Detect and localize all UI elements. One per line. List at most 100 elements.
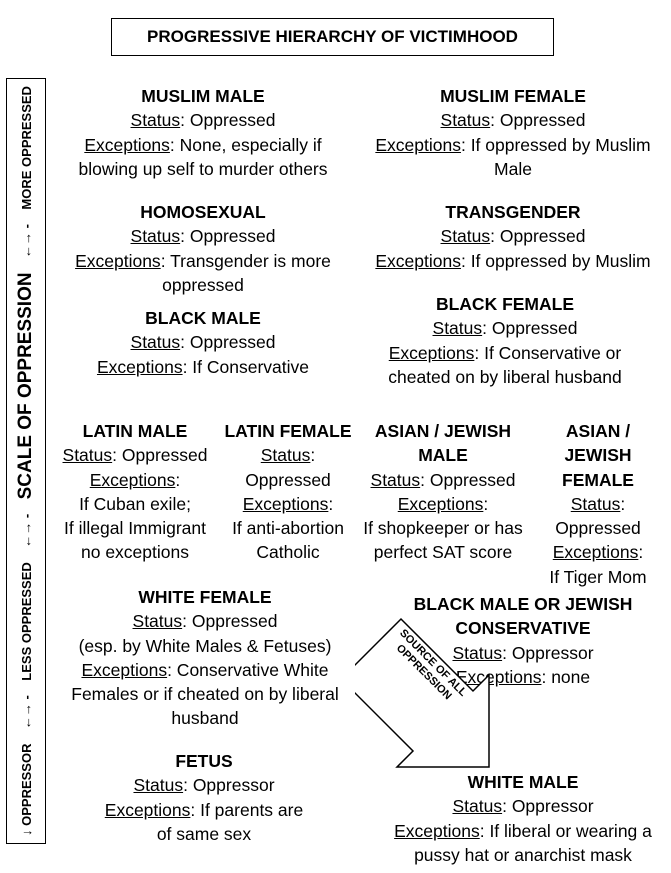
exceptions-value: : bbox=[483, 493, 489, 514]
entry-black-male: BLACK MALE Status: Oppressed Exceptions:… bbox=[62, 306, 344, 379]
status-value: : Oppressed bbox=[420, 469, 516, 490]
scale-label-oppressor: ↓ OPPRESSOR bbox=[18, 743, 34, 836]
entry-heading: BLACK MALE bbox=[145, 308, 261, 328]
exceptions-value: : If oppressed by Muslim bbox=[460, 250, 651, 271]
status-note: (esp. by White Males & Fetuses) bbox=[78, 635, 332, 656]
exceptions-value: : Transgender is more oppressed bbox=[160, 250, 331, 295]
entry-heading: ASIAN / JEWISH MALE bbox=[374, 421, 512, 466]
scale-label-more-oppressed: MORE OPPRESSED bbox=[18, 86, 34, 210]
status-value: : Oppressed bbox=[180, 226, 276, 247]
entry-heading: FETUS bbox=[175, 751, 233, 771]
status-value: : Oppressor bbox=[183, 775, 275, 796]
status-value: : Oppressed bbox=[180, 332, 276, 353]
entry-white-female: WHITE FEMALE Status: Oppressed (esp. by … bbox=[62, 585, 348, 731]
status-value: : Oppressed bbox=[182, 611, 278, 632]
entry-heading: TRANSGENDER bbox=[445, 202, 581, 222]
status-label: Status bbox=[130, 110, 181, 131]
status-label: Status bbox=[260, 445, 311, 466]
entry-heading: MUSLIM FEMALE bbox=[440, 86, 586, 106]
exceptions-label: Exceptions bbox=[388, 342, 475, 363]
scale-label-less-oppressed: LESS OPPRESSED bbox=[18, 562, 34, 681]
status-label: Status bbox=[440, 110, 491, 131]
scale-separator: ←→ - bbox=[18, 513, 34, 548]
status-label: Status bbox=[432, 318, 483, 339]
scale-label-main: SCALE OF OPPRESSION bbox=[15, 272, 36, 500]
entry-heading: BLACK MALE OR JEWISH CONSERVATIVE bbox=[413, 594, 633, 639]
exceptions-value: : None, especially if blowing up self to… bbox=[78, 134, 328, 179]
entry-heading: HOMOSEXUAL bbox=[140, 202, 266, 222]
exceptions-label: Exceptions bbox=[455, 666, 542, 687]
exceptions-label: Exceptions bbox=[242, 493, 329, 514]
source-arrow-icon bbox=[355, 617, 490, 768]
status-value: : Oppressed bbox=[112, 445, 208, 466]
entry-heading: LATIN FEMALE bbox=[224, 421, 352, 441]
status-value: : Oppressed bbox=[482, 318, 578, 339]
status-label: Status bbox=[370, 469, 421, 490]
exceptions-value: : If oppressed by Muslim Male bbox=[460, 134, 651, 179]
entry-latin-male: LATIN MALE Status: Oppressed Exceptions:… bbox=[58, 419, 212, 565]
status-label: Status bbox=[452, 796, 503, 817]
entry-homosexual: HOMOSEXUAL Status: Oppressed Exceptions:… bbox=[62, 200, 344, 297]
status-label: Status bbox=[132, 611, 183, 632]
status-label: Status bbox=[570, 493, 621, 514]
exception-detail: If shopkeeper or has perfect SAT score bbox=[363, 518, 523, 563]
entry-fetus: FETUS Status: Oppressor Exceptions: If p… bbox=[100, 749, 308, 846]
entry-heading: MUSLIM MALE bbox=[141, 86, 265, 106]
status-label: Status bbox=[133, 775, 184, 796]
entry-asian-jewish-male: ASIAN / JEWISH MALE Status: Oppressed Ex… bbox=[358, 419, 528, 565]
status-label: Status bbox=[62, 445, 113, 466]
exception-detail: If Tiger Mom bbox=[549, 566, 647, 587]
exceptions-label: Exceptions bbox=[84, 134, 170, 155]
entry-heading: ASIAN / JEWISH FEMALE bbox=[562, 421, 634, 490]
status-value: : Oppressed bbox=[490, 226, 586, 247]
oppression-scale-bar: ↓ OPPRESSOR ←→ - LESS OPPRESSED ←→ - SCA… bbox=[6, 78, 46, 844]
exceptions-value: : bbox=[328, 493, 334, 514]
status-value: : Oppressed bbox=[180, 110, 276, 131]
exceptions-value: : If Conservative bbox=[182, 356, 310, 377]
exceptions-label: Exceptions bbox=[552, 542, 639, 563]
exceptions-value: : none bbox=[541, 666, 591, 687]
exception-detail: If anti-abortion Catholic bbox=[232, 518, 344, 563]
status-value: : Oppressed bbox=[490, 110, 586, 131]
status-value: : Oppressor bbox=[502, 642, 594, 663]
status-label: Status bbox=[130, 226, 181, 247]
exceptions-label: Exceptions bbox=[96, 356, 183, 377]
status-label: Status bbox=[440, 226, 491, 247]
exceptions-label: Exceptions bbox=[75, 250, 161, 271]
entry-muslim-male: MUSLIM MALE Status: Oppressed Exceptions… bbox=[62, 84, 344, 181]
exceptions-label: Exceptions bbox=[375, 134, 461, 155]
entry-black-female: BLACK FEMALE Status: Oppressed Exception… bbox=[372, 292, 638, 389]
status-label: Status bbox=[130, 332, 181, 353]
exceptions-label: Exceptions bbox=[104, 799, 191, 820]
exceptions-value: : bbox=[638, 542, 644, 563]
exceptions-value: : Conservative White Females or if cheat… bbox=[71, 659, 339, 729]
exceptions-label: Exceptions bbox=[394, 820, 480, 841]
scale-separator: ←→ - bbox=[18, 224, 34, 258]
entry-asian-jewish-female: ASIAN / JEWISH FEMALE Status: Oppressed … bbox=[530, 419, 666, 589]
status-value: : Oppressed bbox=[555, 493, 641, 539]
exceptions-label: Exceptions bbox=[397, 493, 484, 514]
status-value: : Oppressed bbox=[245, 445, 331, 490]
entry-heading: BLACK FEMALE bbox=[435, 294, 575, 314]
entry-heading: LATIN MALE bbox=[82, 421, 188, 441]
scale-separator: ←→ - bbox=[18, 695, 34, 730]
entry-black-male-or-jewish-conservative: BLACK MALE OR JEWISH CONSERVATIVE Status… bbox=[410, 592, 636, 689]
diagram-title: PROGRESSIVE HIERARCHY OF VICTIMHOOD bbox=[111, 18, 554, 56]
exception-detail: If Cuban exile; bbox=[79, 493, 191, 514]
exceptions-label: Exceptions bbox=[81, 659, 168, 680]
exceptions-value: : If Conservative or cheated on by liber… bbox=[388, 342, 622, 387]
exceptions-value: : bbox=[175, 469, 181, 490]
entry-transgender: TRANSGENDER Status: Oppressed Exceptions… bbox=[362, 200, 664, 273]
entry-white-male: WHITE MALE Status: Oppressor Exceptions:… bbox=[382, 770, 664, 867]
exceptions-value: : If parents are of same sex bbox=[156, 799, 304, 844]
entry-heading: WHITE MALE bbox=[467, 772, 579, 792]
status-value: : Oppressor bbox=[502, 796, 594, 817]
entry-heading: WHITE FEMALE bbox=[138, 587, 272, 607]
exception-detail: If illegal Immigrant no exceptions bbox=[64, 518, 206, 563]
exceptions-value: : If liberal or wearing a pussy hat or a… bbox=[414, 820, 652, 865]
entry-latin-female: LATIN FEMALE Status: Oppressed Exception… bbox=[222, 419, 354, 565]
exceptions-label: Exceptions bbox=[89, 469, 176, 490]
exceptions-label: Exceptions bbox=[375, 250, 461, 271]
entry-muslim-female: MUSLIM FEMALE Status: Oppressed Exceptio… bbox=[362, 84, 664, 181]
status-label: Status bbox=[452, 642, 503, 663]
